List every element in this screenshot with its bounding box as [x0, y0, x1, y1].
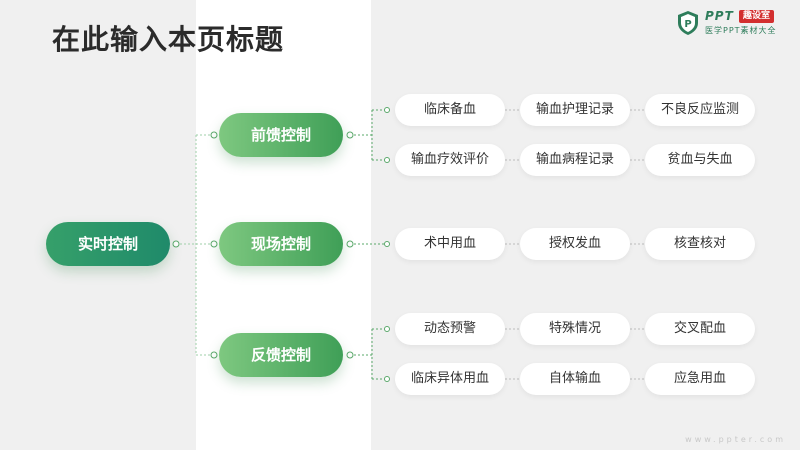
svg-text:P: P [684, 19, 691, 30]
leaf-node: 输血病程记录 [520, 144, 630, 176]
leaf-node: 输血疗效评价 [395, 144, 505, 176]
logo-tag: 趣设室 [739, 10, 775, 23]
leaf-node: 交叉配血 [645, 313, 755, 345]
leaf-node: 核查核对 [645, 228, 755, 260]
page-title: 在此输入本页标题 [52, 23, 285, 56]
leaf-node: 特殊情况 [520, 313, 630, 345]
leaf-node: 临床异体用血 [395, 363, 505, 395]
watermark: www.ppter.com [685, 435, 786, 444]
branch-node-onsite: 现场控制 [219, 222, 343, 266]
leaf-node: 应急用血 [645, 363, 755, 395]
branch-node-feedforward: 前馈控制 [219, 113, 343, 157]
leaf-node: 术中用血 [395, 228, 505, 260]
leaf-node: 授权发血 [520, 228, 630, 260]
leaf-node: 不良反应监测 [645, 94, 755, 126]
root-node: 实时控制 [46, 222, 170, 266]
leaf-node: 贫血与失血 [645, 144, 755, 176]
leaf-node: 自体输血 [520, 363, 630, 395]
shield-logo-icon: P [678, 11, 698, 35]
leaf-node: 输血护理记录 [520, 94, 630, 126]
brand-logo: P PPT 趣设室 医学PPT素材大全 [677, 8, 792, 38]
branch-node-feedback: 反馈控制 [219, 333, 343, 377]
logo-name: PPT [705, 9, 734, 23]
leaf-node: 动态预警 [395, 313, 505, 345]
logo-subtitle: 医学PPT素材大全 [705, 26, 777, 35]
leaf-node: 临床备血 [395, 94, 505, 126]
